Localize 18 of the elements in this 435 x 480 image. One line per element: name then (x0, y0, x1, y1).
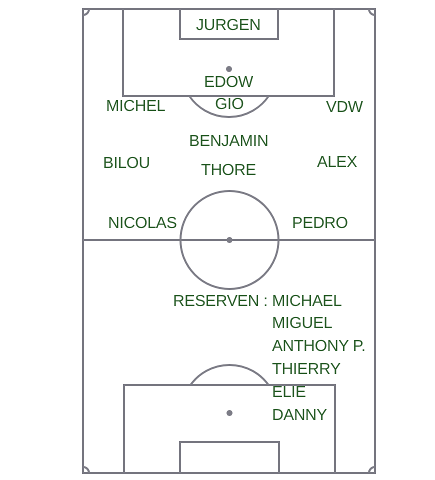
player-name: GIO (215, 97, 244, 113)
player-name: BILOU (103, 156, 150, 172)
player-name: ELIE (272, 385, 306, 401)
player-name: VDW (326, 100, 363, 116)
player-name: THORE (201, 163, 256, 179)
player-name: ANTHONY P. (272, 339, 366, 355)
player-name: MICHEL (106, 99, 166, 115)
player-name: PEDRO (292, 216, 348, 232)
reserves-heading: RESERVEN : (173, 294, 268, 310)
player-name: NICOLAS (108, 216, 177, 232)
player-name: THIERRY (272, 362, 341, 378)
player-name: DANNY (272, 408, 328, 424)
player-name: BENJAMIN (189, 134, 268, 150)
player-name: MICHAEL (272, 294, 342, 310)
player-name: ALEX (317, 155, 358, 171)
player-name: JURGEN (196, 18, 261, 34)
player-name: MIGUEL (272, 316, 332, 332)
player-name: EDOW (204, 75, 253, 91)
